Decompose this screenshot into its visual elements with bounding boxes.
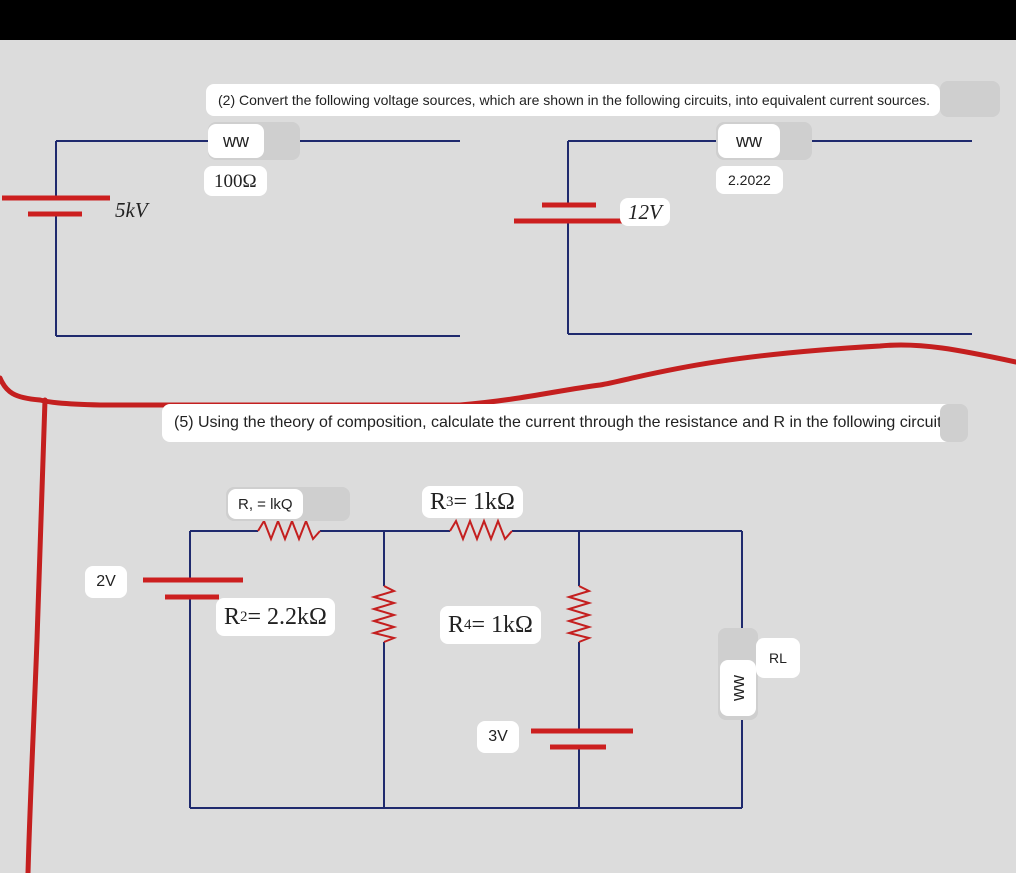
question-5-text-shade [940,404,968,442]
r2-subscript: 2 [240,608,248,625]
resistor-r2-zigzag [370,585,398,643]
battery-2v [143,577,243,600]
source-b-label: 12V [620,198,670,226]
resistor-b-value: 2.2022 [716,166,783,194]
resistor-r4-zigzag [565,585,593,643]
r4-subscript: 4 [464,616,472,633]
resistor-a-symbol: ww [208,124,264,158]
rl-label: RL [756,638,800,678]
red-annotation-line [0,342,1016,408]
source-3v-label: 3V [477,721,519,753]
resistor-r3-zigzag [449,518,513,542]
top-black-bar [0,0,1016,40]
question-2-text: (2) Convert the following voltage source… [206,84,940,116]
question-2-text-shade [940,81,1000,117]
r2-value: = 2.2kΩ [247,604,327,630]
resistor-a-value: 100Ω [204,166,267,196]
r4-value: = 1kΩ [471,612,533,638]
circuit-b [567,140,972,335]
rl-resistor-symbol: ww [720,660,756,716]
r3-subscript: 3 [446,493,454,510]
question-5-text: (5) Using the theory of composition, cal… [162,404,958,442]
circuit-a [55,140,460,337]
red-annotation-vertical [25,397,48,873]
battery-12v [514,202,622,224]
resistor-r1-zigzag [257,518,321,542]
r4-base: R [448,612,465,638]
battery-3v [531,728,633,750]
r3-base: R [430,489,447,515]
source-2v-label: 2V [85,566,127,598]
r1-label: R, = lkQ [228,489,303,519]
battery-5kv [2,195,110,217]
circuit-5-wires [189,530,743,809]
r3-value: = 1kΩ [453,489,515,515]
r2-base: R [224,604,241,630]
source-a-label: 5kV [115,198,148,222]
resistor-b-symbol: ww [718,124,780,158]
